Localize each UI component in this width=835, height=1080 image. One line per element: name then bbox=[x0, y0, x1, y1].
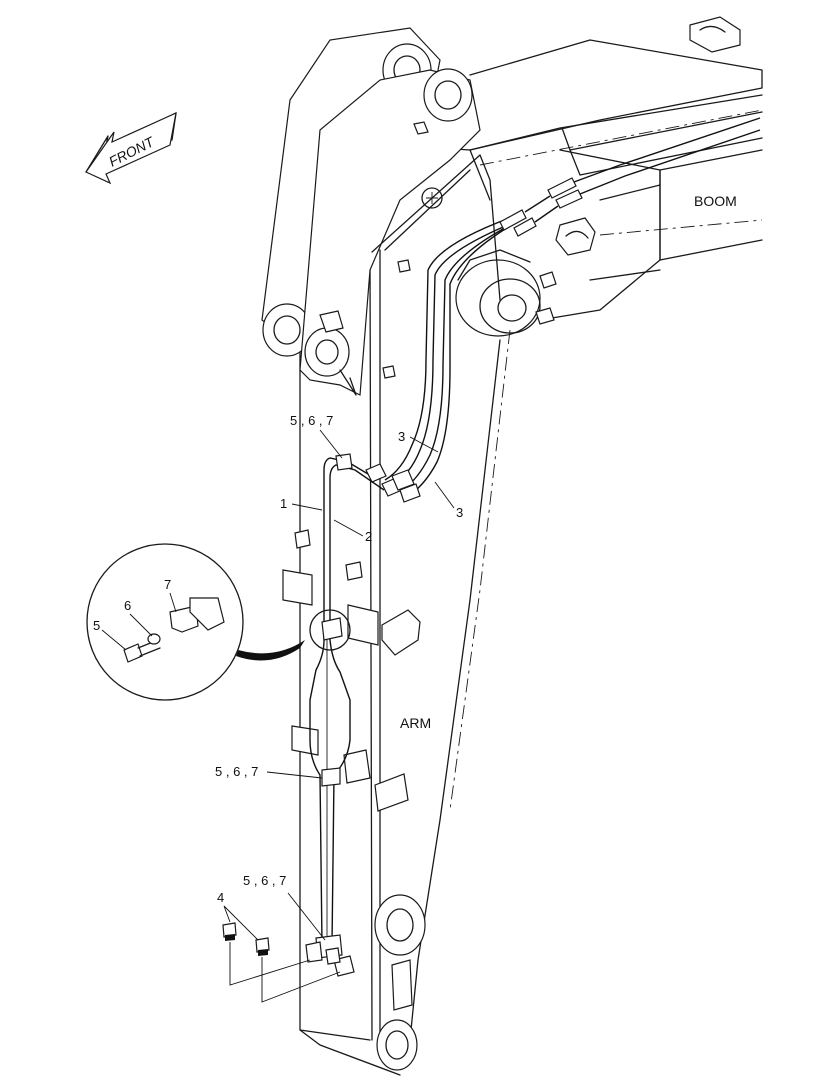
plug-parts bbox=[222, 922, 341, 1003]
callout-7: 7 bbox=[164, 577, 171, 592]
boom-label: BOOM bbox=[694, 193, 737, 209]
arm-label: ARM bbox=[400, 715, 431, 731]
callout-3-lower: 3 bbox=[456, 505, 463, 520]
callout-567-top: 5 , 6 , 7 bbox=[290, 413, 333, 428]
callout-2: 2 bbox=[365, 529, 372, 544]
detail-magnifier bbox=[86, 543, 351, 701]
callout-567-mid: 5 , 6 , 7 bbox=[215, 764, 258, 779]
front-direction-arrow: FRONT bbox=[85, 111, 177, 185]
arm-structure: ARM bbox=[261, 27, 511, 1076]
callouts: 1 2 3 3 5 , 6 , 7 5 , 6 , 7 5 , 6 , 7 4 … bbox=[93, 413, 463, 941]
callout-1: 1 bbox=[280, 496, 287, 511]
hydraulic-hoses bbox=[305, 117, 761, 977]
callout-3-upper: 3 bbox=[398, 429, 405, 444]
boom-structure: BOOM bbox=[469, 16, 763, 321]
callout-4: 4 bbox=[217, 890, 224, 905]
callout-5: 5 bbox=[93, 618, 100, 633]
callout-6: 6 bbox=[124, 598, 131, 613]
callout-567-bot: 5 , 6 , 7 bbox=[243, 873, 286, 888]
boom-arm-pivot bbox=[455, 249, 557, 337]
